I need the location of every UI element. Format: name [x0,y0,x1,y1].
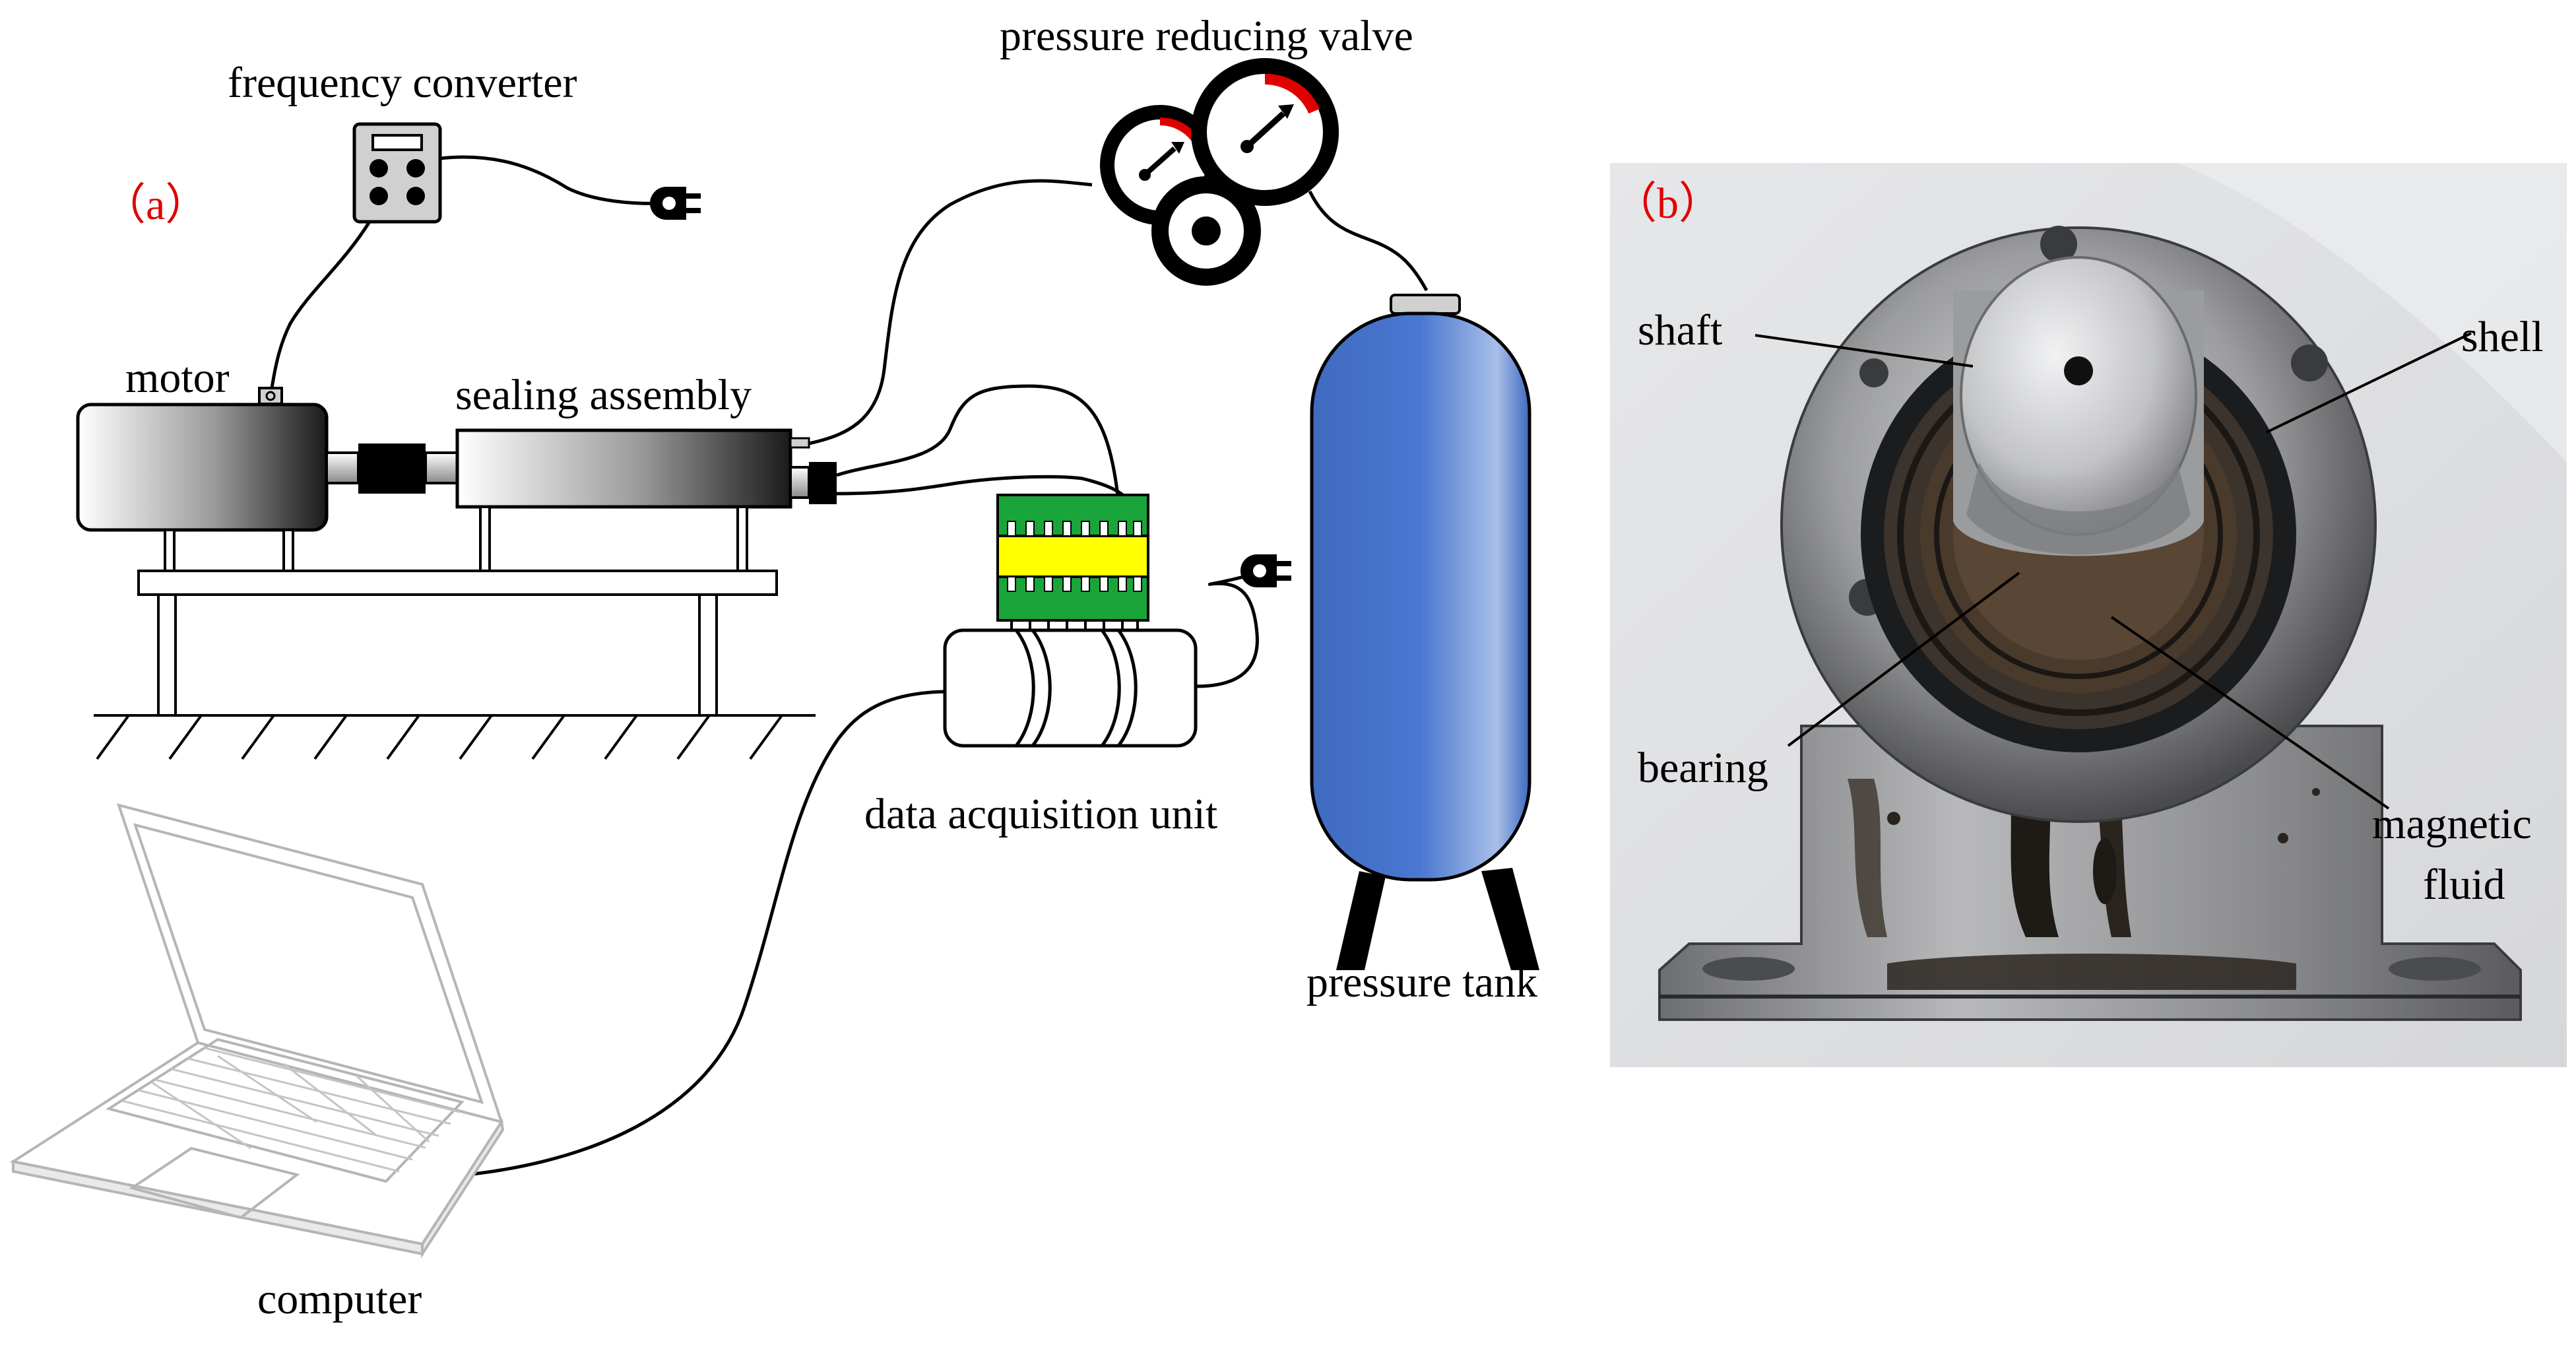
laptop-computer [9,803,505,1259]
data-acquisition-unit-label: data acquisition unit [864,790,1217,838]
shaft-label: shaft [1638,306,1722,354]
shaft [1953,256,2204,556]
wire-valve-tank [1308,190,1429,292]
data-acquisition-unit [943,628,1198,748]
bearing-label: bearing [1638,744,1768,792]
test-bench [137,506,778,717]
sealing-assembly [455,428,837,509]
frequency-converter-label: frequency converter [228,59,577,107]
sealing-assembly-label: sealing assembly [455,371,752,419]
panel-b-tag: （b） [1613,180,1722,228]
pressure-tank-label: pressure tank [1306,958,1537,1006]
pressure-tank [1310,294,1539,970]
wire-daq-plug [1195,569,1259,688]
pressure-reducing-valve [1100,58,1339,286]
bearing-leader-line [1787,572,2020,747]
motor [76,387,459,532]
wire-converter-plug [439,155,667,205]
panel-b-photo: （b） shaft shell bearing magnetic fluid [1610,163,2567,1067]
computer-label: computer [257,1275,422,1323]
wire-seal-daq-1 [836,384,1120,502]
power-plug-icon [650,187,701,220]
wire-converter-motor [270,220,371,389]
wire-daq-computer [428,690,946,1180]
shell-leader-line [2266,332,2472,434]
panel-a-tag: （a） [102,181,209,229]
wire-seal-daq-2 [836,475,1131,503]
magnetic-fluid-leader-line [2110,616,2390,810]
daq-board [996,494,1149,634]
shaft-leader-line [1755,334,1974,368]
magnetic-label: magnetic [2372,800,2532,848]
panel-a: （a） frequency converter [9,12,1539,1323]
pressure-reducing-valve-label: pressure reducing valve [1000,12,1413,60]
wire-seal-valve [808,179,1093,445]
power-plug-icon [1240,554,1291,587]
ground [94,714,816,760]
frequency-converter [352,122,442,224]
shell-label: shell [2461,313,2544,361]
motor-label: motor [125,354,230,402]
seal-housing-base [1658,725,2522,1021]
fluid-label: fluid [2423,861,2505,909]
